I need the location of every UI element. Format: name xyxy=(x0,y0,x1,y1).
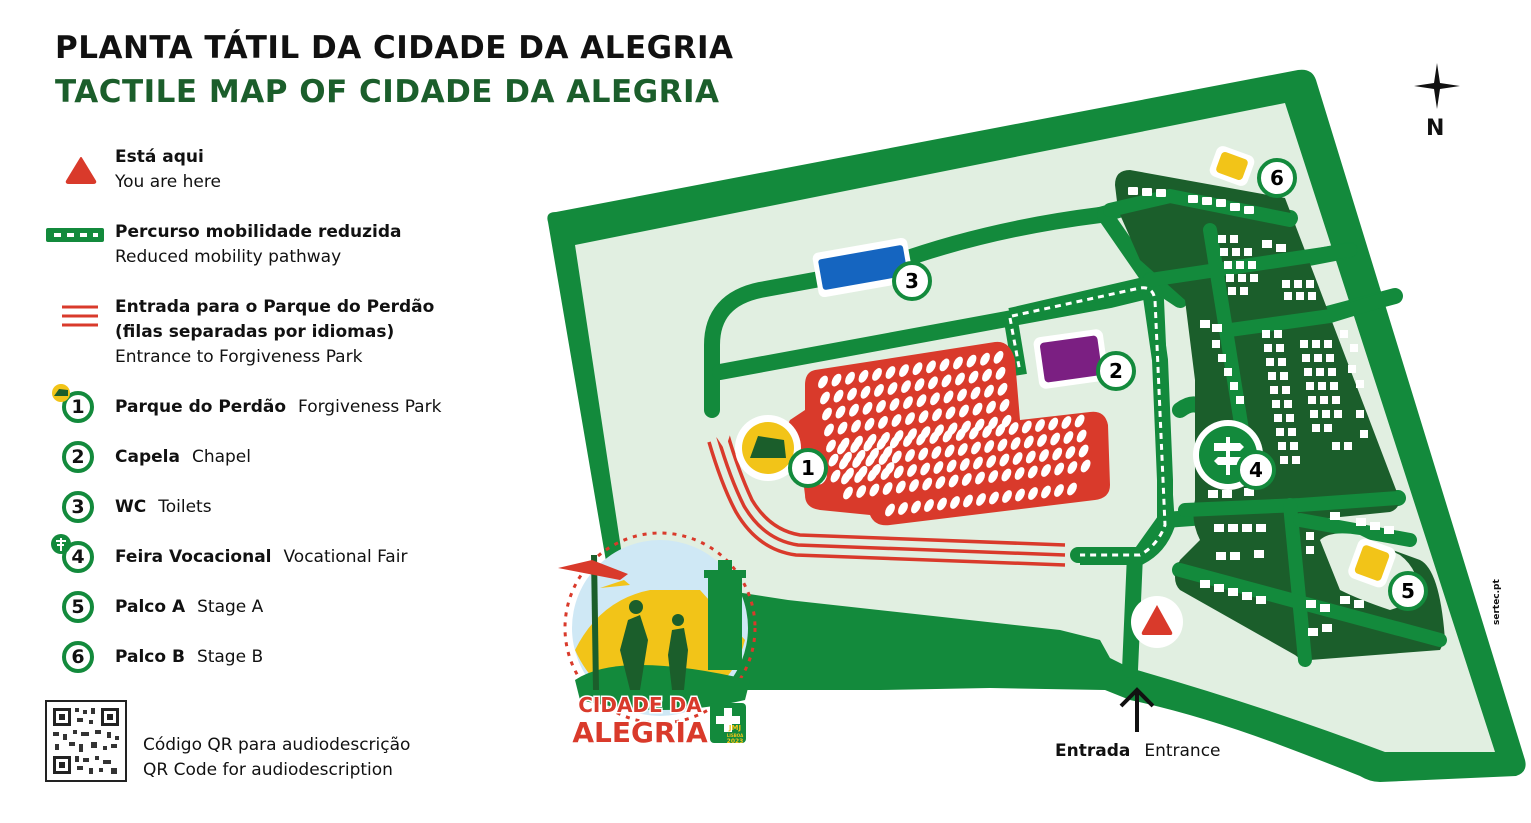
legend-item-5-pt: Palco A xyxy=(115,597,186,617)
qr-code-icon xyxy=(53,708,119,774)
qr-text-en: QR Code for audiodescription xyxy=(143,760,393,780)
legend-item-5: 5 Palco A Stage A xyxy=(48,591,498,625)
legend-item-4-pt: Feira Vocacional xyxy=(115,547,272,567)
map-marker-6: 6 xyxy=(1257,158,1297,198)
legend-item-3-pt: WC xyxy=(115,497,147,517)
logo-badge: JMJ xyxy=(728,724,741,732)
marker-5-badge: 5 xyxy=(62,591,94,623)
marker-2-badge: 2 xyxy=(62,441,94,473)
logo-badge2: LISBOA xyxy=(727,733,744,738)
map-marker-5: 5 xyxy=(1388,571,1428,611)
legend-item-3: 3 WC Toilets xyxy=(48,491,498,525)
forgiveness-park-icon xyxy=(735,415,801,481)
legend-mobility-pt: Percurso mobilidade reduzida xyxy=(115,222,402,242)
red-lines-icon xyxy=(62,305,98,327)
stall-grid xyxy=(1128,187,1394,636)
credit-label: sertec.pt xyxy=(1492,579,1502,625)
legend-item-6-en: Stage B xyxy=(196,647,264,667)
svg-text:2: 2 xyxy=(1109,359,1123,383)
title-en: TACTILE MAP OF CIDADE DA ALEGRIA xyxy=(55,74,720,110)
title-pt: PLANTA TÁTIL DA CIDADE DA ALEGRIA xyxy=(55,30,734,66)
forgiveness-park-booths xyxy=(815,350,1091,517)
forgiveness-park-icon xyxy=(52,384,70,402)
legend-entrance-en: Entrance to Forgiveness Park xyxy=(115,347,363,367)
map-marker-4: 4 xyxy=(1236,450,1276,490)
entrance-label: Entrada Entrance xyxy=(1055,741,1221,761)
legend-item-6-pt: Palco B xyxy=(115,647,185,667)
dashed-path-icon xyxy=(46,228,104,242)
legend-you-are-here-en: You are here xyxy=(115,172,221,192)
legend-mobility-en: Reduced mobility pathway xyxy=(115,247,342,267)
legend-item-4-en: Vocational Fair xyxy=(283,547,408,567)
entrance-pt: Entrada xyxy=(1055,741,1131,761)
entrance-arrow xyxy=(1105,687,1169,735)
logo-line2: ALEGRIA xyxy=(572,716,708,749)
legend-item-3-en: Toilets xyxy=(158,497,212,517)
legend-entrance-pt2: (filas separadas por idiomas) xyxy=(115,322,395,342)
legend-item-5-en: Stage A xyxy=(197,597,264,617)
legend-item-2-pt: Capela xyxy=(115,447,180,467)
red-triangle-icon xyxy=(65,157,97,184)
map-marker-1: 1 xyxy=(788,448,828,488)
logo-line1: CIDADE DA xyxy=(578,693,702,717)
park-entrance-lines xyxy=(707,431,1066,567)
legend-item-1-pt: Parque do Perdão xyxy=(115,397,287,417)
qr-text-pt: Código QR para audiodescrição xyxy=(143,735,411,755)
marker-6-badge: 6 xyxy=(62,641,94,673)
svg-text:1: 1 xyxy=(801,456,815,480)
cidade-da-alegria-logo: CIDADE DA ALEGRIA JMJ LISBOA 2023 xyxy=(558,531,757,751)
map-marker-2: 2 xyxy=(1096,351,1136,391)
svg-text:4: 4 xyxy=(1249,458,1263,482)
legend-you-are-here-pt: Está aqui xyxy=(115,147,204,167)
svg-text:5: 5 xyxy=(1401,579,1415,603)
legend-item-6: 6 Palco B Stage B xyxy=(48,641,498,675)
entrance-en: Entrance xyxy=(1144,741,1221,761)
legend-entrance-pt: Entrada para o Parque do Perdão xyxy=(115,297,435,317)
legend-item-1-en: Forgiveness Park xyxy=(298,397,442,417)
qr-code[interactable] xyxy=(45,700,127,782)
compass-icon xyxy=(1414,63,1460,109)
you-are-here-marker xyxy=(1131,596,1183,648)
svg-text:3: 3 xyxy=(905,269,919,293)
legend-entrance-park: Entrada para o Parque do Perdão (filas se… xyxy=(48,295,498,370)
compass-north-label: N xyxy=(1426,116,1445,141)
map-markers: 1 2 3 4 5 6 xyxy=(788,158,1428,611)
svg-text:6: 6 xyxy=(1270,166,1284,190)
marker-3-badge: 3 xyxy=(62,491,94,523)
signpost-icon xyxy=(51,534,71,554)
logo-year: 2023 xyxy=(727,738,744,745)
legend-item-2: 2 Capela Chapel xyxy=(48,441,498,475)
map-marker-3: 3 xyxy=(892,261,932,301)
legend-item-2-en: Chapel xyxy=(191,447,251,467)
